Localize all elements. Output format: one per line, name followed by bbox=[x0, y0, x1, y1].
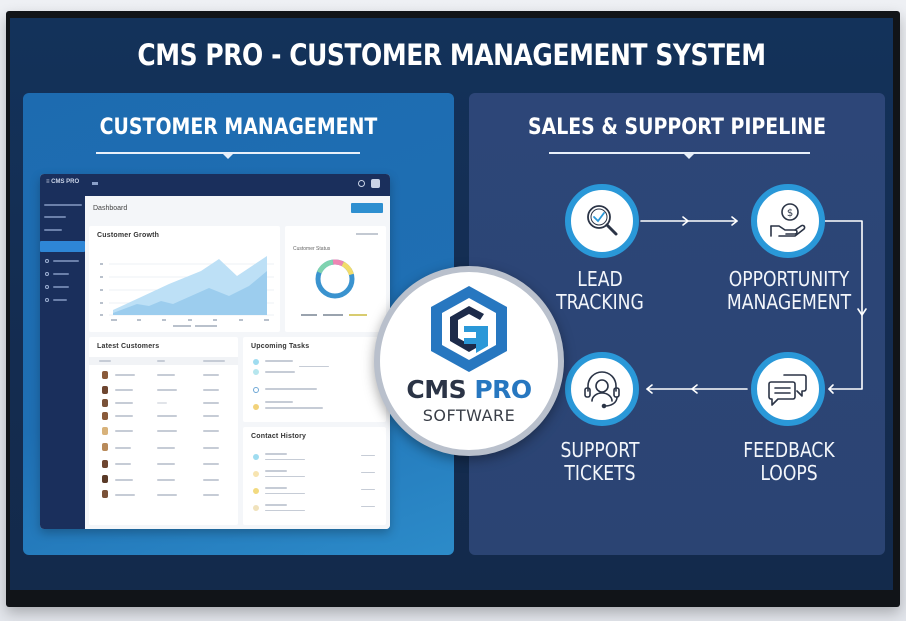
dashboard-sidebar bbox=[40, 196, 85, 529]
display-screen: CMS PRO - CUSTOMER MANAGEMENT SYSTEM CUS… bbox=[10, 18, 893, 590]
area-chart bbox=[100, 256, 274, 327]
dashboard-logo: ≡ CMS PRO bbox=[46, 179, 80, 185]
opportunity-management-node[interactable]: $ bbox=[751, 184, 825, 258]
support-tickets-node[interactable] bbox=[565, 352, 639, 426]
customer-management-title: CUSTOMER MANAGEMENT bbox=[99, 115, 378, 140]
customer-status-card: Customer Status bbox=[285, 226, 386, 332]
headset-agent-icon bbox=[584, 371, 620, 409]
caret-down-icon bbox=[683, 153, 695, 159]
hexagon-logo-icon bbox=[431, 286, 507, 372]
dashboard-mockup: ≡ CMS PRO Dashboard bbox=[40, 174, 390, 529]
product-subtitle: SOFTWARE bbox=[422, 406, 516, 425]
pipeline-title: SALES & SUPPORT PIPELINE bbox=[527, 115, 827, 140]
user-avatar-icon[interactable] bbox=[371, 179, 380, 188]
sidebar-icon bbox=[45, 298, 49, 302]
contacts-card-title: Contact History bbox=[251, 433, 307, 440]
title-underline bbox=[549, 152, 810, 154]
card-link[interactable] bbox=[356, 233, 378, 235]
contact-history-card: Contact History bbox=[243, 427, 386, 525]
sales-support-pipeline-panel: SALES & SUPPORT PIPELINE bbox=[469, 93, 885, 555]
sidebar-item[interactable] bbox=[53, 299, 67, 301]
magnifier-check-icon bbox=[587, 205, 618, 236]
hand-coin-icon: $ bbox=[770, 203, 806, 237]
chat-bubbles-icon bbox=[768, 374, 807, 406]
activity-card-title: Upcoming Tasks bbox=[251, 343, 310, 350]
latest-customers-card: Latest Customers bbox=[89, 337, 238, 525]
sidebar-icon bbox=[45, 259, 49, 263]
feedback-loops-node[interactable] bbox=[751, 352, 825, 426]
dashboard-heading: Dashboard bbox=[93, 205, 128, 212]
lead-tracking-node[interactable] bbox=[565, 184, 639, 258]
sidebar-icon bbox=[45, 285, 49, 289]
sidebar-item[interactable] bbox=[53, 286, 69, 288]
sidebar-item-dashboard[interactable] bbox=[44, 204, 82, 206]
chart-card-title: Customer Growth bbox=[97, 232, 160, 239]
upcoming-tasks-card: Upcoming Tasks bbox=[243, 337, 386, 422]
add-customer-button[interactable] bbox=[351, 203, 383, 213]
table-card-title: Latest Customers bbox=[97, 343, 160, 350]
caret-down-icon bbox=[222, 153, 234, 159]
sidebar-item[interactable] bbox=[44, 216, 66, 218]
sidebar-item[interactable] bbox=[44, 229, 62, 231]
menu-icon[interactable] bbox=[92, 182, 98, 185]
donut-chart bbox=[301, 259, 367, 316]
notification-icon[interactable] bbox=[358, 180, 365, 187]
donut-card-title: Customer Status bbox=[293, 246, 331, 252]
customer-growth-card: Customer Growth bbox=[89, 226, 280, 332]
dashboard-topbar: ≡ CMS PRO bbox=[40, 174, 390, 196]
sidebar-icon bbox=[45, 272, 49, 276]
dashboard-content: Dashboard Customer Growth bbox=[85, 196, 390, 529]
svg-text:$: $ bbox=[787, 208, 793, 219]
page-title: CMS PRO - CUSTOMER MANAGEMENT SYSTEM bbox=[137, 38, 766, 72]
product-name: CMS PRO bbox=[406, 375, 532, 404]
sidebar-item[interactable] bbox=[53, 260, 79, 262]
pipeline-flow-arrows bbox=[640, 216, 867, 394]
sidebar-item-customers-active[interactable] bbox=[40, 241, 85, 252]
sidebar-item[interactable] bbox=[53, 273, 69, 275]
cms-pro-logo-badge: CMS PRO SOFTWARE bbox=[374, 266, 564, 456]
